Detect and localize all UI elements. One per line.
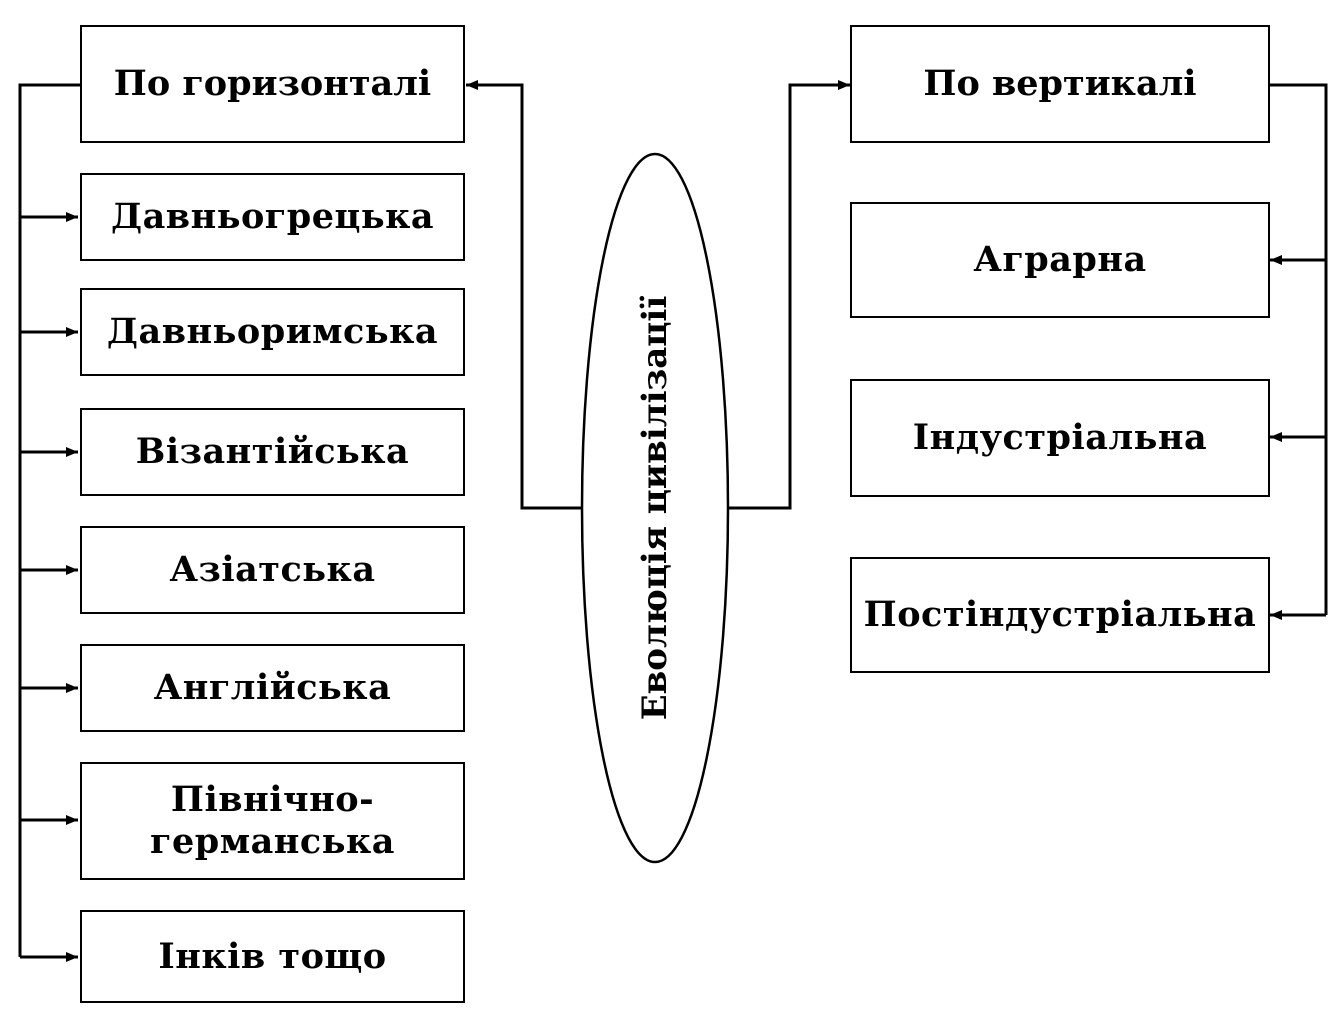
connector-center-to-vertical <box>728 83 830 510</box>
horizontal-title-box: По горизонталі <box>80 25 465 143</box>
left-bus-line <box>18 83 80 957</box>
item-byzantine: Візантійська <box>80 408 465 496</box>
item-north-germanic-line2: германська <box>150 821 395 862</box>
item-ancient-greek: Давньогрецька <box>80 173 465 261</box>
connector-center-to-horizontal <box>490 83 582 510</box>
vertical-title-box: По вертикалі <box>850 25 1270 143</box>
right-bus-line <box>1268 83 1328 615</box>
center-label: Еволюція цивілізації <box>635 295 675 721</box>
item-north-germanic: Північно- германська <box>80 762 465 880</box>
item-english: Англійська <box>80 644 465 732</box>
item-industrial: Індустріальна <box>850 379 1270 497</box>
item-asian: Азіатська <box>80 526 465 614</box>
item-agrarian: Аграрна <box>850 202 1270 318</box>
item-postindustrial: Постіндустріальна <box>850 557 1270 673</box>
item-ancient-roman: Давньоримська <box>80 288 465 376</box>
item-north-germanic-line1: Північно- <box>170 779 375 820</box>
item-inca: Інків тощо <box>80 910 465 1003</box>
